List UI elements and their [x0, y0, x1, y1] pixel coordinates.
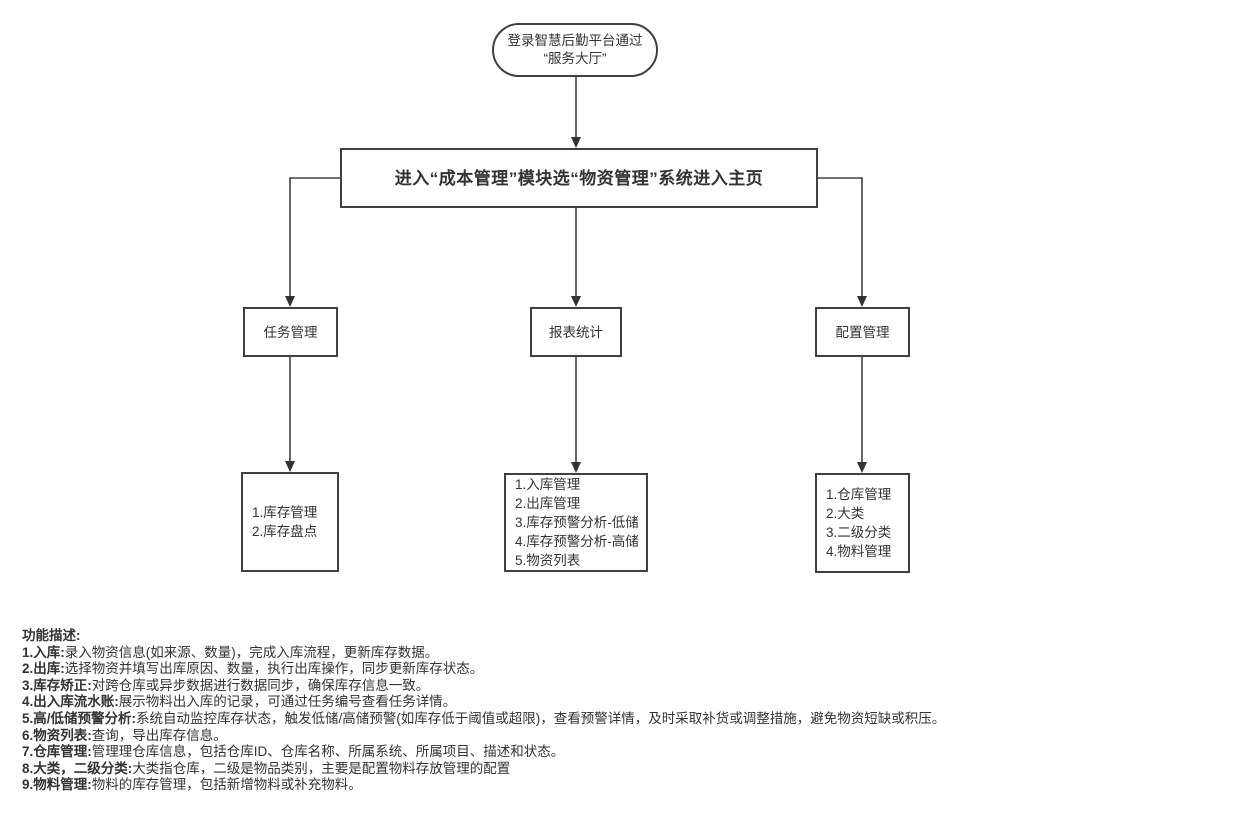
desc-label: 7.仓库管理:: [22, 744, 92, 760]
desc-label: 1.入库:: [22, 644, 65, 660]
function-descriptions: 功能描述: 1.入库:录入物资信息(如来源、数量)，完成入库流程，更新库存数据。…: [22, 628, 1252, 794]
branch-box-report-statistics: 报表统计: [530, 307, 622, 357]
desc-text: 选择物资并填写出库原因、数量，执行出库操作，同步更新库存状态。: [64, 661, 484, 677]
desc-line-warehouse-management: 7.仓库管理:管理理仓库信息，包括仓库ID、仓库名称、所属系统、所属项目、描述和…: [22, 744, 1252, 761]
start-node: 登录智慧后勤平台通过 “服务大厅”: [492, 23, 658, 77]
list-box-config-management: 1.仓库管理 2.大类 3.二级分类 4.物料管理: [815, 473, 910, 573]
list-box-report-statistics: 1.入库管理 2.出库管理 3.库存预警分析-低储 4.库存预警分析-高储 5.…: [504, 473, 648, 572]
desc-label: 4.出入库流水账:: [22, 694, 119, 710]
connector-main-to-task: [285, 177, 340, 307]
desc-line-material-management: 9.物料管理:物料的库存管理，包括新增物料或补充物料。: [22, 777, 1252, 794]
connector-config-to-list: [857, 357, 867, 473]
connector-main-to-report: [571, 208, 581, 307]
desc-label: 5.高/低储预警分析:: [22, 710, 137, 726]
desc-text: 查询，导出库存信息。: [91, 727, 227, 743]
main-node: 进入“成本管理”模块选“物资管理”系统进入主页: [340, 148, 818, 208]
connector-main-to-config: [818, 177, 867, 307]
desc-line-warning-analysis: 5.高/低储预警分析:系统自动监控库存状态，触发低储/高储预警(如库存低于阈值或…: [22, 711, 1252, 728]
branch-box-task-management: 任务管理: [243, 307, 338, 357]
descriptions-heading: 功能描述:: [22, 628, 81, 643]
desc-text: 管理理仓库信息，包括仓库ID、仓库名称、所属系统、所属项目、描述和状态。: [91, 744, 565, 760]
desc-line-category: 8.大类，二级分类:大类指仓库，二级是物品类别，主要是配置物料存放管理的配置: [22, 761, 1252, 778]
desc-text: 对跨仓库或异步数据进行数据同步，确保库存信息一致。: [91, 677, 430, 693]
desc-line-material-list: 6.物资列表:查询，导出库存信息。: [22, 728, 1252, 745]
desc-label: 2.出库:: [22, 661, 65, 677]
desc-label: 8.大类，二级分类:: [22, 760, 133, 776]
desc-line-inventory-correction: 3.库存矫正:对跨仓库或异步数据进行数据同步，确保库存信息一致。: [22, 678, 1252, 695]
desc-line-outbound: 2.出库:选择物资并填写出库原因、数量，执行出库操作，同步更新库存状态。: [22, 661, 1252, 678]
desc-text: 展示物料出入库的记录，可通过任务编号查看任务详情。: [118, 694, 457, 710]
desc-label: 6.物资列表:: [22, 727, 92, 743]
desc-line-inbound: 1.入库:录入物资信息(如来源、数量)，完成入库流程，更新库存数据。: [22, 645, 1252, 662]
desc-label: 9.物料管理:: [22, 777, 92, 793]
desc-text: 大类指仓库，二级是物品类别，主要是配置物料存放管理的配置: [132, 760, 511, 776]
list-box-task-management: 1.库存管理 2.库存盘点: [241, 472, 339, 572]
branch-box-config-management: 配置管理: [815, 307, 910, 357]
connector-start-to-main: [571, 77, 581, 148]
desc-text: 物料的库存管理，包括新增物料或补充物料。: [91, 777, 362, 793]
connector-task-to-list: [285, 357, 295, 472]
desc-label: 3.库存矫正:: [22, 677, 92, 693]
connector-report-to-list: [571, 357, 581, 473]
desc-line-flow-ledger: 4.出入库流水账:展示物料出入库的记录，可通过任务编号查看任务详情。: [22, 694, 1252, 711]
desc-text: 系统自动监控库存状态，触发低储/高储预警(如库存低于阈值或超限)，查看预警详情，…: [136, 710, 946, 726]
desc-text: 录入物资信息(如来源、数量)，完成入库流程，更新库存数据。: [64, 644, 439, 660]
